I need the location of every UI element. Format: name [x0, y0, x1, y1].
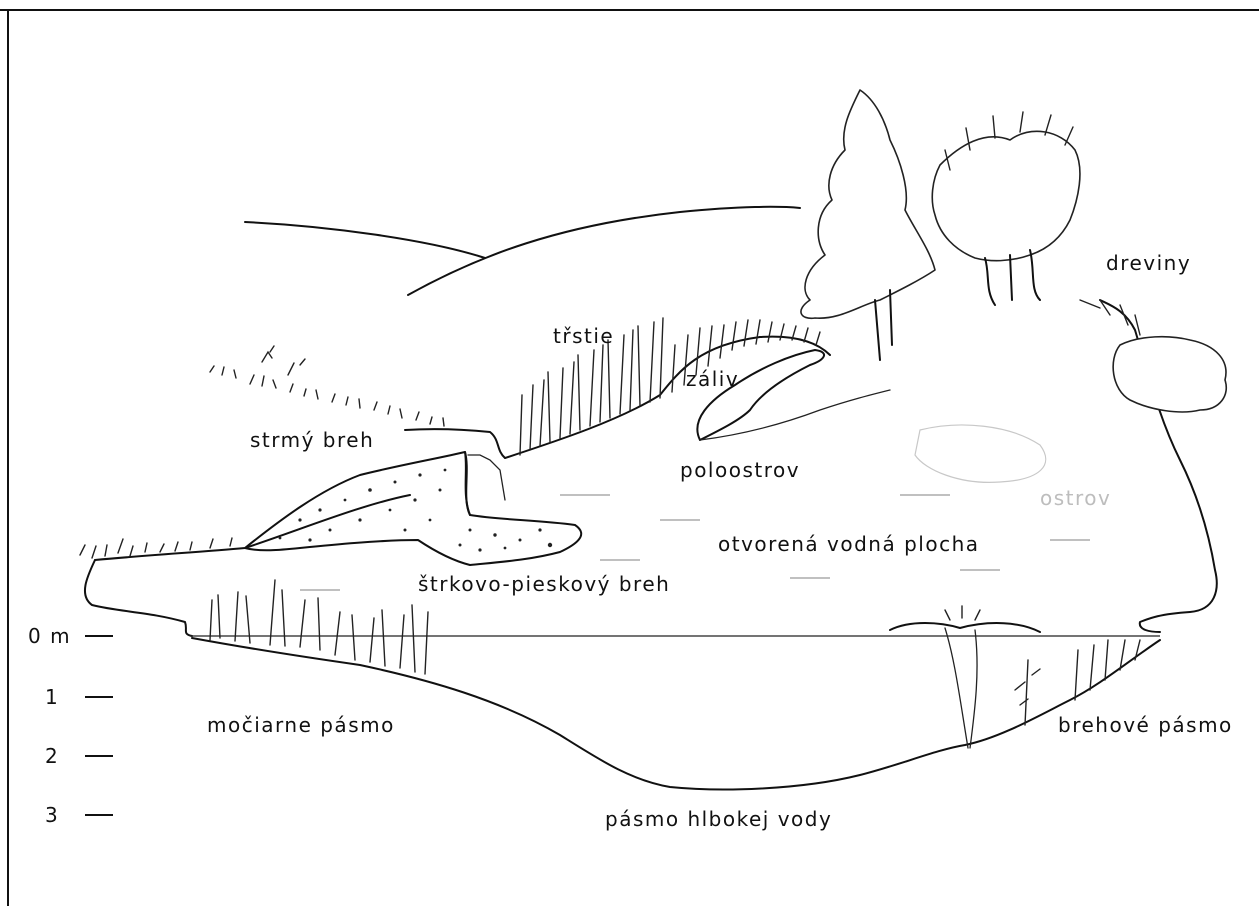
label-brehove-pasmo: brehové pásmo [1058, 713, 1233, 737]
label-otvorena-vodna-plocha: otvorená vodná plocha [718, 532, 980, 556]
tree-poplar [801, 90, 935, 360]
label-pasmo-hlbokej-vody: pásmo hlbokej vody [605, 807, 832, 831]
label-strkovo-pieskovy-breh: štrkovo-pieskový breh [418, 572, 670, 596]
depth-tick-label-1: 1 [45, 685, 59, 709]
labels: třstie záliv dreviny strmý breh poloostr… [207, 251, 1233, 831]
gravel-sand-beach [245, 452, 581, 565]
label-mociarne-pasmo: močiarne pásmo [207, 713, 395, 737]
label-poloostrov: poloostrov [680, 458, 800, 482]
label-strmy-breh: strmý breh [250, 428, 374, 452]
bank-grass [80, 346, 444, 558]
tree-willow [932, 112, 1080, 305]
label-ostrov: ostrov [1040, 486, 1111, 510]
tree-shrub-right [1080, 300, 1226, 412]
label-zaliv: záliv [686, 367, 739, 391]
depth-tick-label-3: 3 [45, 803, 59, 827]
depth-tick-label-2: 2 [45, 744, 59, 768]
island [915, 425, 1046, 482]
label-trstie: třstie [553, 324, 614, 348]
depth-tick-label-0: 0 m [28, 624, 71, 648]
depth-scale: 0 m 1 2 3 [28, 624, 113, 827]
hills [245, 207, 800, 295]
label-dreviny: dreviny [1106, 251, 1191, 275]
